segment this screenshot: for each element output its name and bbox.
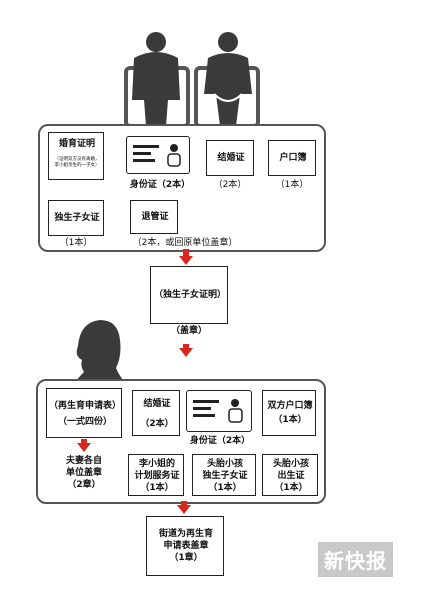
card-title: 独生子女证: [54, 213, 100, 223]
id-card-label: 身份证（2本）: [189, 436, 251, 446]
id-card-image: [126, 136, 190, 174]
flow-arrow-stem: [81, 439, 87, 444]
flow-arrow-stem: [183, 249, 189, 258]
card-line: 计划服务证: [134, 471, 180, 481]
woman-silhouette-icon: [70, 320, 130, 388]
household-register-card: 户口簿: [268, 140, 316, 176]
marriage-license-card: 结婚证: [206, 140, 254, 176]
household-register-card: 双方户口簿 （1本）: [262, 390, 316, 436]
card-line: 街道为再生育: [158, 529, 213, 539]
card-title: 户口簿: [279, 153, 307, 163]
count-label: （1本）: [273, 415, 307, 425]
card-line: （1章）: [169, 553, 203, 563]
card-line: 头胎小孩: [206, 459, 243, 469]
retirement-cert-card: 退管证: [130, 200, 178, 234]
card-line: （1本）: [140, 483, 174, 493]
id-card-label: 身份证（2本）: [129, 180, 191, 190]
first-child-birth-cert-card: 头胎小孩 出生证 （1本）: [262, 454, 318, 496]
only-child-cert-card: 独生子女证: [48, 200, 104, 236]
count-label: （1本）: [275, 180, 309, 190]
card-title: 退管证: [141, 212, 169, 222]
card-line: （1本）: [208, 483, 242, 493]
flow-arrow-stem: [183, 344, 189, 350]
id-card-icon: [193, 399, 243, 423]
flow-arrow-icon: [179, 348, 193, 357]
street-stamp-card: 街道为再生育 申请表盖章 （1章）: [146, 516, 224, 576]
marriage-license-card: 结婚证 （2本）: [132, 390, 180, 436]
card-title: 双方户口簿: [267, 401, 313, 411]
count-label: （2本）: [213, 180, 247, 190]
card-line: 出生证: [277, 471, 305, 481]
first-child-only-child-cert-card: 头胎小孩 独生子女证 （1本）: [192, 454, 256, 496]
card-sub: （一式四份）: [57, 417, 112, 427]
couple-silhouette-icon: [124, 32, 260, 126]
count-label: （2本，或回原单位盖章）: [132, 238, 238, 248]
card-line: （1本）: [274, 483, 308, 493]
card-line: 头胎小孩: [272, 459, 309, 469]
count-label: （1本）: [59, 238, 93, 248]
unit-stamp-label: 夫妻各自: [65, 456, 102, 466]
id-card-image: [186, 390, 252, 432]
card-line: 独生子女证: [202, 471, 248, 481]
id-card-icon: [133, 144, 181, 167]
flow-arrow-icon: [179, 256, 193, 265]
stamp-label: （盖章）: [170, 326, 207, 336]
count-label: （2本）: [140, 419, 174, 429]
card-title: 结婚证: [217, 153, 245, 163]
unit-stamp-label: （2章）: [67, 480, 101, 490]
unit-stamp-label: 单位盖章: [65, 468, 102, 478]
card-line: 李小姐的: [138, 459, 175, 469]
card-title: 婚育证明: [58, 139, 95, 149]
card-note: （证明双方没有离婚，: [54, 157, 100, 162]
only-child-proof-card: （独生子女证明）: [150, 266, 228, 324]
card-title: 结婚证: [143, 399, 171, 409]
card-title: （再生育申请表）: [48, 401, 121, 411]
marriage-childbirth-cert-card: 婚育证明 （证明双方没有离婚， 李小姐亲生的一子女）: [48, 132, 104, 180]
flow-arrow-icon: [77, 443, 91, 452]
card-line: 申请表盖章: [163, 541, 209, 551]
newspaper-logo: 新快报: [318, 542, 393, 577]
card-title: （独生子女证明）: [153, 290, 226, 300]
family-planning-cert-card: 李小姐的 计划服务证 （1本）: [128, 454, 184, 496]
card-note: 李小姐亲生的一子女）: [54, 163, 100, 168]
application-form-card: （再生育申请表） （一式四份）: [46, 388, 122, 438]
flow-arrow-stem: [181, 501, 187, 506]
flow-arrow-icon: [177, 505, 191, 514]
